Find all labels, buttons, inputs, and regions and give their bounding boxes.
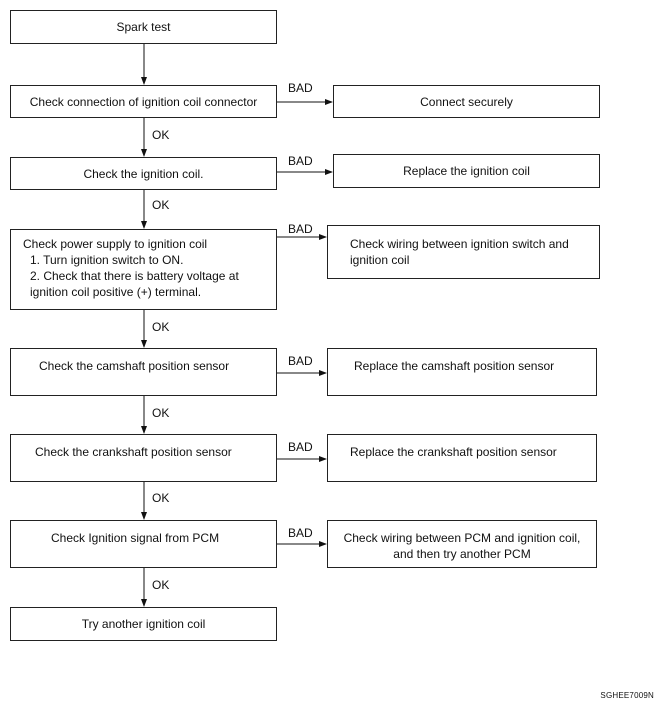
check-text-5: Check the crankshaft position sensor (35, 445, 232, 459)
check-box-2: Check the ignition coil. (10, 157, 277, 190)
action-box-4: Replace the camshaft position sensor (327, 348, 597, 396)
end-box: Try another ignition coil (10, 607, 277, 641)
ok-label-4: OK (152, 406, 170, 420)
action-text-1: Connect securely (420, 94, 513, 109)
check-item-3-3: ignition coil positive (+) terminal. (30, 285, 202, 299)
action-box-1: Connect securely (333, 85, 600, 118)
check-title-3: Check power supply to ignition coil (23, 237, 208, 251)
bad-label-4: BAD (288, 354, 313, 368)
check-box-1: Check connection of ignition coil connec… (10, 85, 277, 118)
action-text-3: Check wiring between ignition switch and… (350, 237, 569, 267)
action-text-2: Replace the ignition coil (403, 164, 530, 178)
action-text-5: Replace the crankshaft position sensor (350, 445, 557, 459)
check-box-6: Check Ignition signal from PCM (10, 520, 277, 568)
figure-code: SGHEE7009N (600, 691, 654, 700)
ok-label-5: OK (152, 491, 170, 505)
check-item-3-1: 1. Turn ignition switch to ON. (30, 253, 184, 267)
ok-label-1: OK (152, 128, 170, 142)
bad-label-6: BAD (288, 526, 313, 540)
check-box-4: Check the camshaft position sensor (10, 348, 277, 396)
ok-label-2: OK (152, 198, 170, 212)
check-text-1: Check connection of ignition coil connec… (29, 94, 258, 109)
check-box-5: Check the crankshaft position sensor (10, 434, 277, 482)
action-box-3: Check wiring between ignition switch and… (327, 225, 600, 279)
action-box-5: Replace the crankshaft position sensor (327, 434, 597, 482)
action-box-6: Check wiring between PCM and ignition co… (327, 520, 597, 568)
ok-label-6: OK (152, 578, 170, 592)
check-box-3: Check power supply to ignition coil 1. T… (10, 229, 277, 310)
bad-label-1: BAD (288, 81, 313, 95)
check-text-4: Check the camshaft position sensor (39, 359, 230, 373)
start-text: Spark test (116, 20, 171, 34)
bad-label-3: BAD (288, 222, 313, 236)
start-box: Spark test (10, 10, 277, 44)
ok-label-3: OK (152, 320, 170, 334)
end-text: Try another ignition coil (81, 617, 206, 631)
action-text-4: Replace the camshaft position sensor (354, 359, 555, 373)
check-item-3-2: 2. Check that there is battery voltage a… (30, 269, 239, 283)
bad-label-2: BAD (288, 154, 313, 168)
action-text-6: Check wiring between PCM and ignition co… (343, 531, 581, 561)
bad-label-5: BAD (288, 440, 313, 454)
check-text-2: Check the ignition coil. (83, 166, 204, 181)
action-box-2: Replace the ignition coil (333, 154, 600, 188)
check-text-6: Check Ignition signal from PCM (51, 531, 220, 545)
